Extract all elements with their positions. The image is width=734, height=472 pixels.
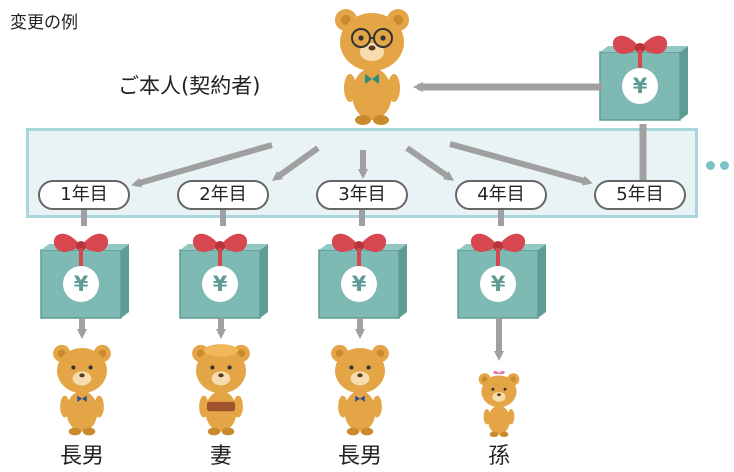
arrow-year-5 <box>449 141 593 186</box>
gift-box-year-4-icon <box>457 232 547 319</box>
recipient-grandchild-bear-icon <box>478 370 520 438</box>
arrow-year-2 <box>271 145 320 181</box>
arrow-year-4 <box>405 145 455 181</box>
recipient-label-4: 孫 <box>487 444 510 469</box>
year-2-pill: 2年目 <box>177 180 269 210</box>
recipient-eldest-son-bear-icon <box>53 344 111 436</box>
premium-gift-box-icon <box>599 34 689 121</box>
page-title: 変更の例 <box>10 13 78 33</box>
recipient-label-1: 長男 <box>59 444 104 469</box>
arrow-year-1 <box>131 142 273 188</box>
insured-bear-icon <box>335 9 409 125</box>
gift-box-year-3-icon <box>318 232 408 319</box>
recipient-label-3: 長男 <box>337 444 382 469</box>
continuation-dots-icon <box>706 161 734 173</box>
gift-box-year-1-icon <box>40 232 130 319</box>
year-4-pill: 4年目 <box>455 180 547 210</box>
year-1-pill: 1年目 <box>38 180 130 210</box>
year-3-pill: 3年目 <box>316 180 408 210</box>
gift-box-year-2-icon <box>179 232 269 319</box>
recipient-label-2: 妻 <box>209 444 232 469</box>
recipient-wife-bear-icon <box>192 344 250 436</box>
year-5-pill: 5年目 <box>594 180 686 210</box>
recipient-eldest-son-2-bear-icon <box>331 344 389 436</box>
insured-label: ご本人(契約者) <box>118 74 261 98</box>
